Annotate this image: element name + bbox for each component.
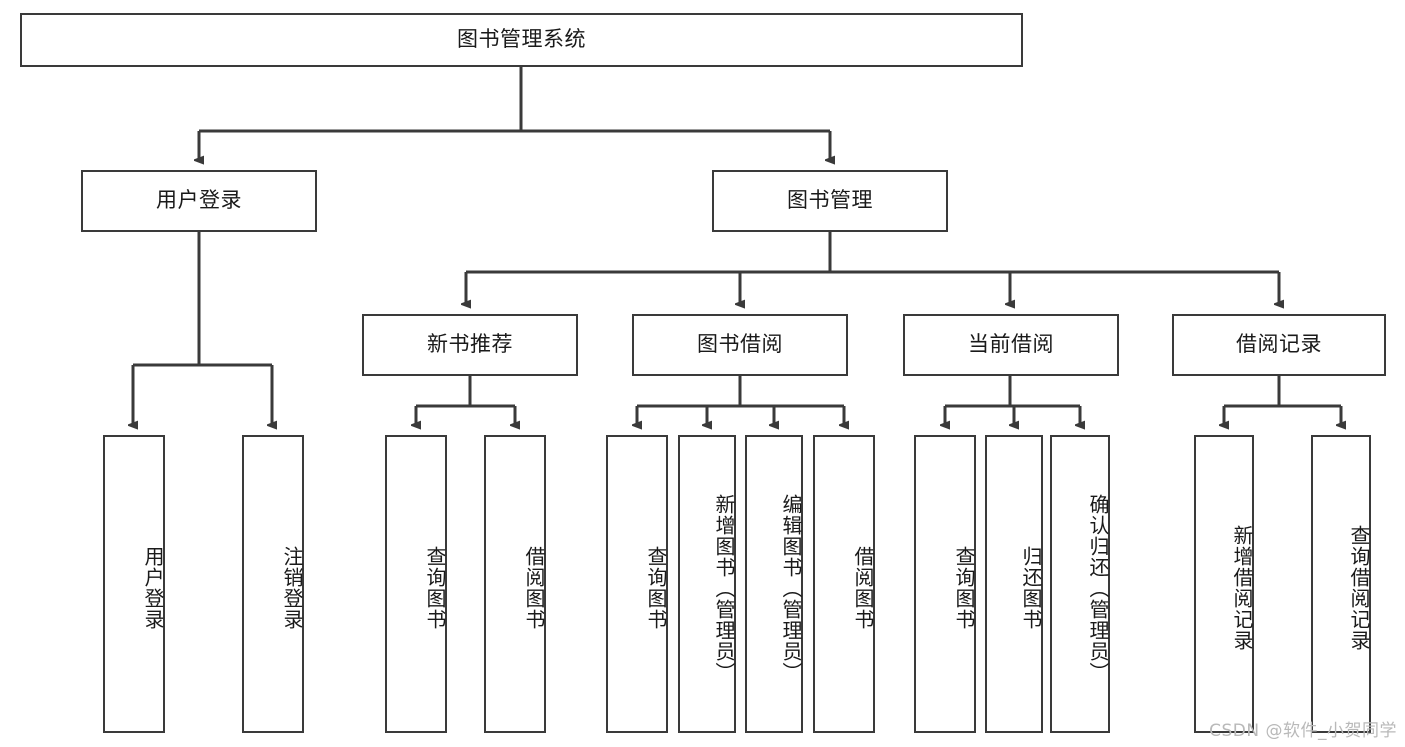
watermark: CSDN @软件_小贺同学 xyxy=(1209,721,1397,741)
node-label: 图书管理 xyxy=(787,188,873,213)
node-user-login[interactable]: 用户登录 xyxy=(81,170,317,232)
node-label: 用户登录 xyxy=(156,188,242,213)
leaf-query-book-1[interactable]: 查询图书 xyxy=(385,435,447,733)
leaf-add-book[interactable]: 新增图书（管理员） xyxy=(678,435,736,733)
node-label: 借阅记录 xyxy=(1236,332,1322,357)
node-label: 查询图书 xyxy=(644,546,668,630)
leaf-query-book-2[interactable]: 查询图书 xyxy=(606,435,668,733)
node-book-borrow[interactable]: 图书借阅 xyxy=(632,314,848,376)
node-label: 查询借阅记录 xyxy=(1347,525,1371,651)
node-label: 新书推荐 xyxy=(427,332,513,357)
leaf-logout[interactable]: 注销登录 xyxy=(242,435,304,733)
leaf-return-book[interactable]: 归还图书 xyxy=(985,435,1043,733)
node-label: 查询图书 xyxy=(952,546,976,630)
node-label: 图书借阅 xyxy=(697,332,783,357)
leaf-add-record[interactable]: 新增借阅记录 xyxy=(1194,435,1254,733)
node-label: 新增借阅记录 xyxy=(1230,525,1254,651)
leaf-borrow-book-1[interactable]: 借阅图书 xyxy=(484,435,546,733)
leaf-borrow-book-2[interactable]: 借阅图书 xyxy=(813,435,875,733)
node-label: 图书管理系统 xyxy=(457,27,586,52)
leaf-query-record[interactable]: 查询借阅记录 xyxy=(1311,435,1371,733)
node-label: 借阅图书 xyxy=(522,546,546,630)
leaf-confirm-return[interactable]: 确认归还（管理员） xyxy=(1050,435,1110,733)
node-book-manage[interactable]: 图书管理 xyxy=(712,170,948,232)
node-label: 当前借阅 xyxy=(968,332,1054,357)
node-label: 编辑图书（管理员） xyxy=(779,493,803,683)
leaf-user-login[interactable]: 用户登录 xyxy=(103,435,165,733)
node-new-book-rec[interactable]: 新书推荐 xyxy=(362,314,578,376)
node-current-borrow[interactable]: 当前借阅 xyxy=(903,314,1119,376)
node-borrow-record[interactable]: 借阅记录 xyxy=(1172,314,1386,376)
node-root[interactable]: 图书管理系统 xyxy=(20,13,1023,67)
leaf-query-book-3[interactable]: 查询图书 xyxy=(914,435,976,733)
node-label: 查询图书 xyxy=(423,546,447,630)
node-label: 归还图书 xyxy=(1019,546,1043,630)
node-label: 确认归还（管理员） xyxy=(1086,493,1110,683)
node-label: 注销登录 xyxy=(280,546,304,630)
leaf-edit-book[interactable]: 编辑图书（管理员） xyxy=(745,435,803,733)
node-label: 新增图书（管理员） xyxy=(712,493,736,683)
node-label: 用户登录 xyxy=(141,546,165,630)
node-label: 借阅图书 xyxy=(851,546,875,630)
